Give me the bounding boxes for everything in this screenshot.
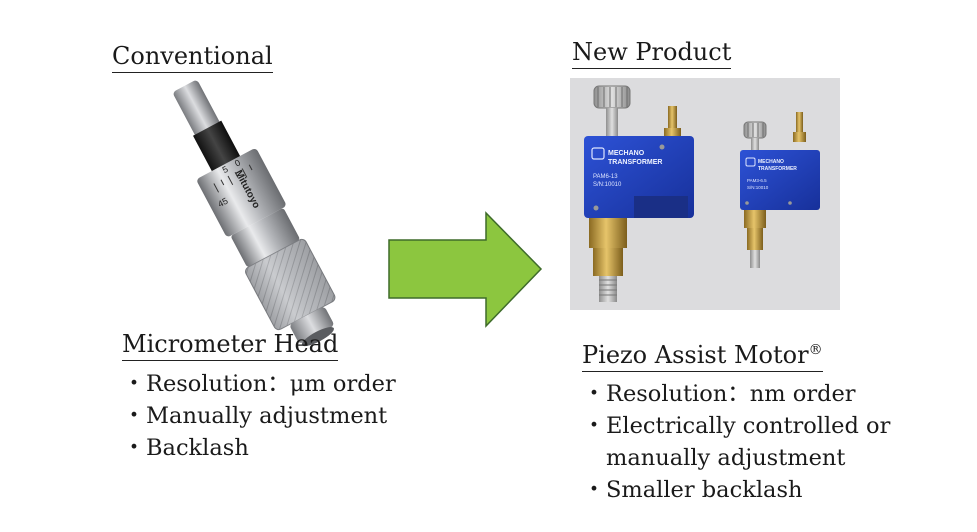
micrometer-scale-45: 45: [216, 196, 230, 210]
new-product-heading: New Product: [572, 38, 732, 69]
list-item: ・Resolution：μm order: [122, 368, 396, 400]
micrometer-head-subheading: Micrometer Head: [122, 330, 339, 361]
large-motor-serial: S/N:10010: [593, 182, 622, 188]
conventional-heading: Conventional: [112, 42, 273, 73]
bullet-dot: ・: [582, 413, 606, 439]
micrometer-scale-0: 0: [233, 157, 242, 168]
large-motor-brand-1: MECHANO: [608, 150, 645, 157]
bullet-dot: ・: [122, 403, 146, 429]
large-motor-brand-2: TRANSFORMER: [608, 159, 662, 166]
large-piezo-motor: MECHANO TRANSFORMER PAM6-13 S/N:10010: [584, 85, 694, 302]
piezo-assist-motor-subheading: Piezo Assist Motor®: [582, 336, 823, 372]
list-item: ・Backlash: [122, 432, 396, 464]
bullet-dot: ・: [582, 477, 606, 503]
conventional-feature-list: ・Resolution：μm order ・Manually adjustmen…: [122, 368, 396, 464]
small-motor-model: PAM3-6.5: [747, 178, 767, 183]
piezo-assist-motor-title: Piezo Assist Motor: [582, 341, 809, 369]
bullet-dot: ・: [122, 435, 146, 461]
right-arrow-icon: [388, 211, 543, 328]
list-item: ・Smaller backlash: [582, 474, 890, 506]
list-item: ・Manually adjustment: [122, 400, 396, 432]
new-product-feature-list: ・Resolution：nm order ・Electrically contr…: [582, 378, 891, 506]
bullet-dot: ・: [582, 381, 606, 407]
small-motor-brand-2: TRANSFORMER: [758, 166, 797, 172]
small-motor-brand-1: MECHANO: [758, 159, 784, 165]
bullet-dot: ・: [122, 371, 146, 397]
large-motor-model: PAM6-13: [593, 174, 618, 180]
micrometer-body: 5 0 45 Mitutoyo: [173, 80, 336, 347]
micrometer-scale-5: 5: [221, 164, 230, 175]
registered-mark: ®: [808, 342, 823, 358]
small-motor-serial: S/N:10010: [747, 185, 769, 190]
small-piezo-motor: MECHANO TRANSFORMER PAM3-6.5 S/N:10010: [740, 112, 820, 268]
list-item: ・Resolution：nm order: [582, 378, 890, 410]
list-item: ・Electrically controlled or manually adj…: [582, 410, 891, 474]
